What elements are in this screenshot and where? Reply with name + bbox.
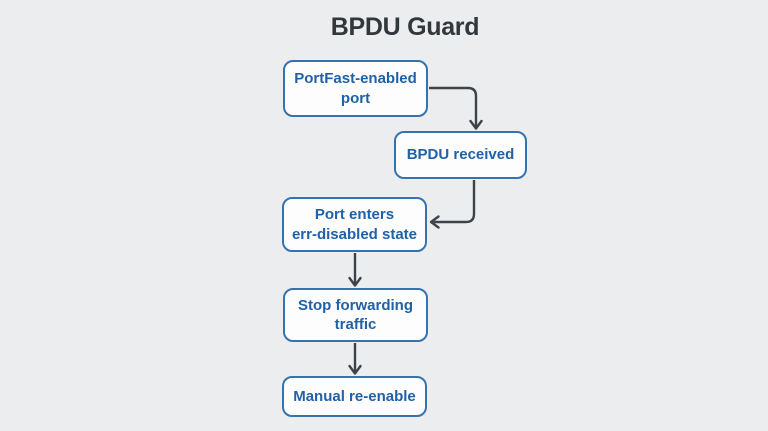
- node-port-enters-err-disabled-state: Port enters err-disabled state: [282, 197, 427, 252]
- diagram-title: BPDU Guard: [330, 13, 480, 41]
- node-stop-forwarding-traffic: Stop forwarding traffic: [283, 288, 428, 342]
- edge-bpdu-to-errdisabled: [429, 180, 476, 229]
- node-bpdu-received: BPDU received: [394, 131, 527, 179]
- edge-portfast-to-bpdu: [429, 86, 483, 130]
- edge-stopforwarding-to-manualreenable: [348, 343, 362, 375]
- edge-errdisabled-to-stopforwarding: [348, 253, 362, 287]
- node-portfast-enabled-port: PortFast-enabled port: [283, 60, 428, 117]
- node-manual-re-enable: Manual re-enable: [282, 376, 427, 417]
